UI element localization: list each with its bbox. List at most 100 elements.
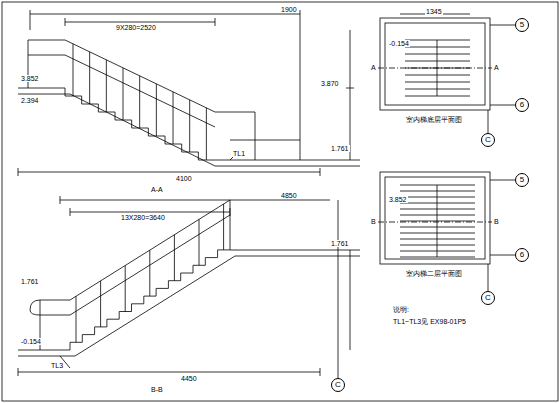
stroke	[400, 191, 475, 192]
drawing-label: B-B	[150, 386, 164, 393]
stroke	[400, 221, 475, 222]
stroke	[70, 342, 71, 350]
stroke	[400, 233, 475, 234]
stroke	[405, 96, 470, 97]
stroke	[180, 273, 181, 281]
axis-number: 5	[520, 21, 524, 29]
stroke	[189, 100, 190, 152]
drawing-label: 1.761	[20, 278, 40, 285]
stroke	[405, 82, 470, 83]
stroke	[156, 84, 157, 136]
drawing-label: 4100	[175, 175, 193, 182]
section-b	[18, 196, 360, 378]
stroke	[115, 112, 116, 120]
stroke	[148, 128, 149, 136]
stroke	[181, 273, 193, 274]
axis-circle: 5	[515, 18, 529, 32]
plan-views	[378, 14, 515, 291]
stroke	[405, 61, 470, 62]
drawing-label: -0.154	[388, 40, 410, 47]
drawing-label: TL3	[50, 362, 64, 369]
drawing-label: A-A	[150, 186, 164, 193]
axis-circle: 6	[515, 98, 529, 112]
stroke	[400, 239, 475, 240]
stroke	[73, 44, 74, 96]
drawing-label: 1345	[425, 8, 443, 15]
stroke	[400, 203, 475, 204]
drawing-label: A	[370, 64, 377, 71]
stroke	[405, 47, 470, 48]
axis-number: 6	[520, 101, 524, 109]
stroke	[106, 319, 107, 327]
drawing-label: B	[493, 218, 500, 225]
stroke	[223, 204, 224, 250]
stroke	[131, 304, 132, 312]
drawing-label: 3.852	[388, 196, 408, 203]
drawing-label: 说明:	[392, 306, 410, 313]
stroke	[139, 76, 140, 128]
stroke	[149, 250, 150, 296]
stroke	[405, 40, 470, 41]
drawing-label: -0.154	[20, 338, 42, 345]
stroke	[174, 235, 175, 281]
stroke	[156, 288, 168, 289]
drawing-label: TL1	[232, 150, 246, 157]
axis-number: C	[485, 294, 491, 302]
stroke	[94, 327, 95, 335]
drawing-label: 1900	[280, 6, 298, 13]
drawing-label: 1.761	[330, 145, 350, 152]
stroke	[119, 312, 120, 320]
axis-number: 5	[520, 176, 524, 184]
stroke	[405, 54, 470, 55]
stroke	[198, 152, 199, 160]
stroke	[405, 68, 470, 69]
axis-circle: 6	[515, 248, 529, 262]
drawing-label: 4450	[180, 375, 198, 382]
drawing-label: 9X280=2520	[115, 24, 157, 31]
stroke	[400, 197, 475, 198]
stroke	[165, 136, 166, 144]
drawing-label: TL1~TL3见 EX98-01P5	[392, 318, 467, 325]
axis-circle: C	[331, 378, 345, 392]
stroke	[405, 89, 470, 90]
drawing-label: 13X280=3640	[120, 214, 166, 221]
stroke	[400, 251, 475, 252]
drawing-label: 2.394	[20, 97, 40, 104]
stroke	[65, 88, 66, 96]
stroke	[400, 245, 475, 246]
stroke	[181, 144, 182, 152]
axis-circle: 5	[515, 173, 529, 187]
stroke	[106, 60, 107, 112]
stroke	[123, 68, 124, 120]
stroke	[82, 335, 83, 343]
drawing-label: 室内梯二层平面图	[405, 270, 463, 277]
stroke	[168, 281, 169, 289]
stroke	[205, 258, 206, 266]
drawing-label: 3.870	[320, 80, 340, 87]
stroke	[173, 92, 174, 144]
axis-number: C	[335, 381, 341, 389]
stroke	[193, 265, 194, 273]
stroke	[81, 96, 82, 104]
stroke	[199, 219, 200, 265]
stroke	[206, 108, 207, 160]
stroke	[405, 75, 470, 76]
axis-number: 6	[520, 251, 524, 259]
axis-number: C	[485, 136, 491, 144]
drawing-label: 3.852	[20, 75, 40, 82]
axis-circle: C	[481, 133, 495, 147]
stroke	[100, 281, 101, 327]
stroke	[125, 266, 126, 312]
step-strokes	[65, 40, 475, 350]
section-a	[18, 10, 360, 176]
stroke	[156, 288, 157, 296]
stroke	[143, 296, 144, 304]
stroke	[98, 104, 99, 112]
drawing-label: 1.761	[330, 240, 350, 247]
drawing-label: 4850	[280, 192, 298, 199]
drawing-label: 室内梯底层平面图	[405, 116, 463, 123]
stroke	[400, 185, 475, 186]
stroke	[89, 52, 90, 104]
stroke	[217, 250, 218, 258]
